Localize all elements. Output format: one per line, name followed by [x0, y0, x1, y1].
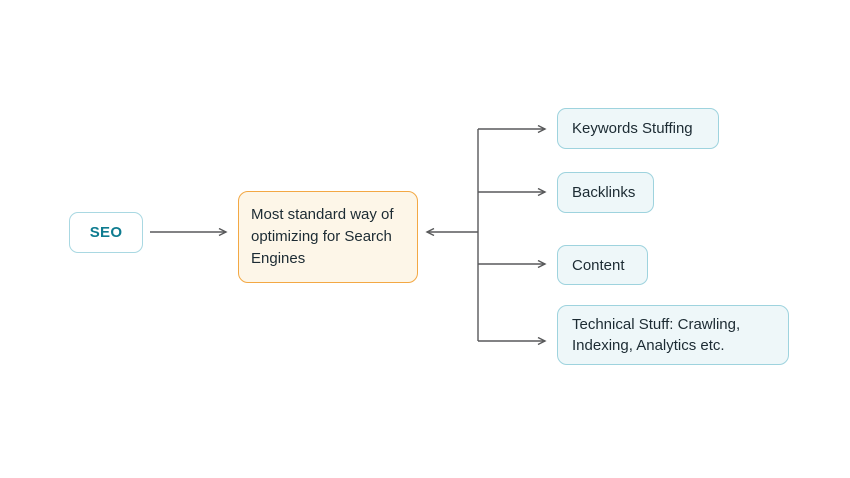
- node-backlinks[interactable]: Backlinks: [557, 172, 654, 213]
- node-center-description[interactable]: Most standard way of optimizing for Sear…: [238, 191, 418, 283]
- node-seo[interactable]: SEO: [69, 212, 143, 253]
- node-content-label: Content: [572, 256, 625, 274]
- node-technical-stuff[interactable]: Technical Stuff: Crawling, Indexing, Ana…: [557, 305, 789, 365]
- node-center-label: Most standard way of optimizing for Sear…: [251, 206, 394, 267]
- node-seo-label: SEO: [89, 224, 123, 241]
- node-keywords-stuffing[interactable]: Keywords Stuffing: [557, 108, 719, 149]
- node-technical-stuff-label: Technical Stuff: Crawling, Indexing, Ana…: [572, 316, 741, 354]
- node-keywords-stuffing-label: Keywords Stuffing: [572, 120, 693, 137]
- node-content[interactable]: Content: [557, 245, 648, 285]
- node-backlinks-label: Backlinks: [572, 184, 636, 201]
